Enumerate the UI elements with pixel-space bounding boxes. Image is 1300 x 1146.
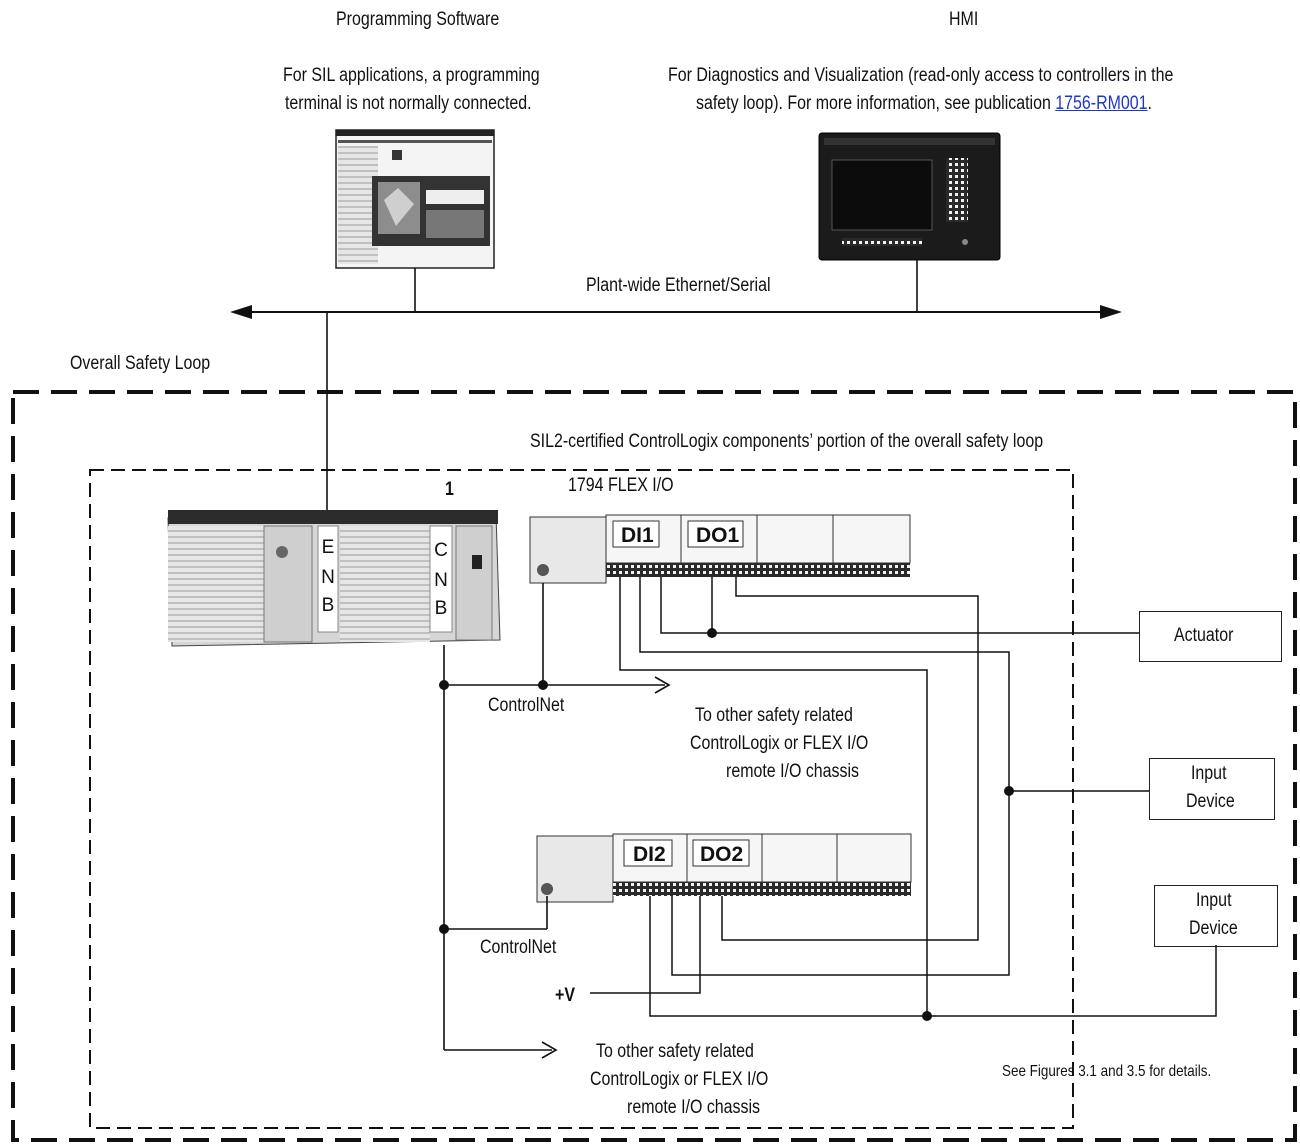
remote2-line3: remote I/O chassis [627, 1097, 761, 1118]
input-device-2-line1: Input [1196, 890, 1232, 911]
remote2-line2: ControlLogix or FLEX I/O [590, 1069, 769, 1090]
input-device-1-line1: Input [1191, 763, 1227, 784]
flex-io-1 [529, 514, 911, 584]
hmi-note-text: safety loop). For more information, see … [696, 93, 1056, 114]
hmi-note-line1: For Diagnostics and Visualization (read-… [668, 65, 1174, 86]
hmi-panel [818, 132, 1001, 261]
overall-loop-label: Overall Safety Loop [70, 353, 211, 374]
input-device-2-box: Input Device [1154, 885, 1278, 947]
module-do2: DO2 [700, 843, 743, 866]
input-device-1-line2: Device [1186, 791, 1235, 812]
software-note-line1: For SIL applications, a programming [283, 65, 540, 86]
remote1-line3: remote I/O chassis [726, 761, 860, 782]
flex-io-2 [536, 833, 912, 903]
module-di2: DI2 [633, 843, 666, 866]
actuator-box: Actuator [1139, 611, 1282, 662]
remote1-line1: To other safety related [695, 705, 853, 726]
controlnet-wiring [443, 583, 671, 1059]
hmi-note-period: . [1147, 93, 1152, 114]
publication-link[interactable]: 1756-RM001 [1055, 93, 1148, 114]
controller-callout: 1 [445, 479, 454, 500]
cnb-letter-c: C [434, 540, 448, 561]
input-device-1-box: Input Device [1149, 758, 1275, 820]
flex1-title: 1794 FLEX I/O [568, 475, 674, 496]
enb-letter-e: E [322, 537, 335, 558]
figure-note: See Figures 3.1 and 3.5 for details. [1002, 1063, 1212, 1080]
hmi-note-line2: safety loop). For more information, see … [696, 90, 1152, 118]
hmi-title: HMI [949, 9, 979, 30]
actuator-label: Actuator [1174, 625, 1234, 646]
supply-label: +V [555, 985, 575, 1006]
cnb-letter-n: N [434, 570, 448, 591]
controlnet-label-2: ControlNet [480, 937, 557, 958]
junction-dots [439, 628, 1014, 1021]
enb-letter-n: N [321, 567, 335, 588]
cnb-letter-b: B [435, 598, 448, 619]
module-do1: DO1 [696, 524, 740, 547]
field-wiring [590, 577, 1217, 1017]
input-device-2-line2: Device [1189, 918, 1238, 939]
network-label: Plant-wide Ethernet/Serial [586, 275, 771, 296]
inner-loop-label: SIL2-certified ControlLogix components’ … [530, 431, 1044, 452]
controllogix-chassis [167, 510, 501, 647]
software-note-line2: terminal is not normally connected. [285, 93, 532, 114]
module-di1: DI1 [621, 524, 654, 547]
programming-software-screen [335, 129, 495, 269]
remote2-line1: To other safety related [596, 1041, 754, 1062]
enb-letter-b: B [322, 595, 335, 616]
software-title: Programming Software [336, 9, 500, 30]
controlnet-label-1: ControlNet [488, 695, 565, 716]
remote1-line2: ControlLogix or FLEX I/O [690, 733, 869, 754]
